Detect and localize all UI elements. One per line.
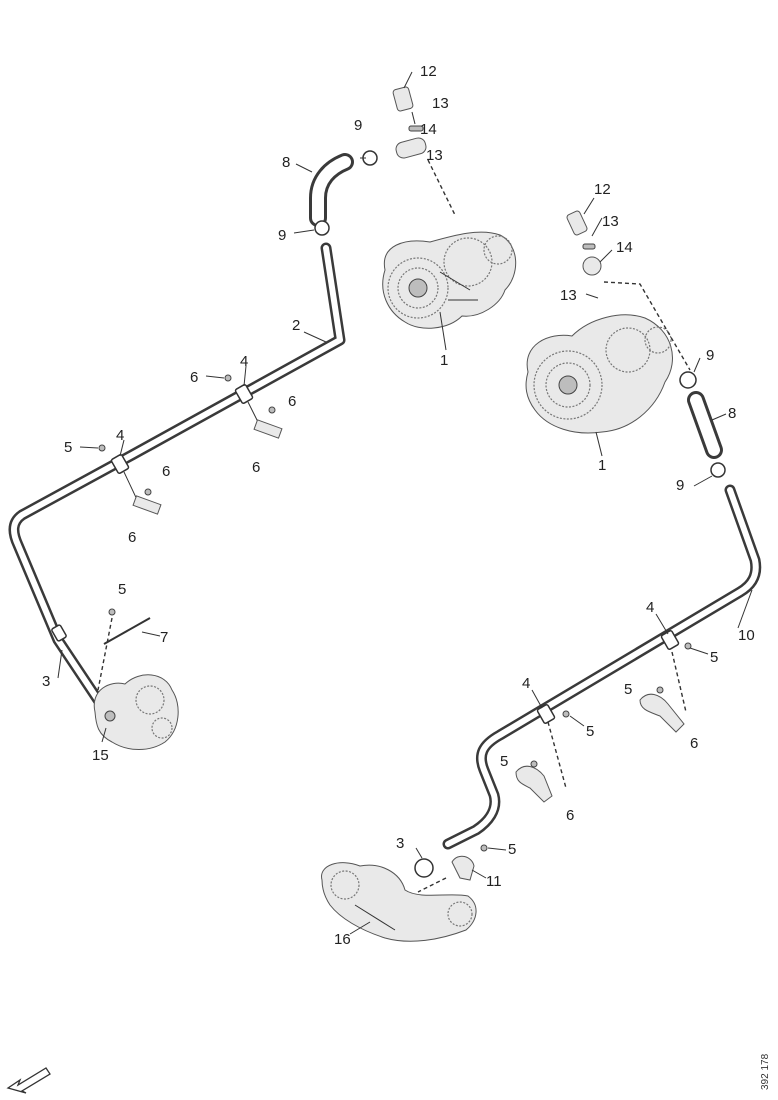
bolt-lower-right	[562, 710, 570, 718]
callout-12-right: 12	[594, 181, 611, 198]
callout-14-right: 14	[616, 239, 633, 256]
callout-3-right: 3	[396, 835, 404, 852]
hose-right	[687, 391, 723, 459]
component-16	[321, 862, 477, 942]
callout-5-right-d: 5	[500, 753, 508, 770]
callout-8-right: 8	[728, 405, 736, 422]
hose-left	[309, 153, 354, 227]
callout-4-left-upper: 4	[240, 353, 248, 370]
callout-11: 11	[486, 873, 502, 890]
hose-clamp-bottom-right	[414, 858, 434, 878]
callout-8-left: 8	[282, 154, 290, 171]
callout-5-left-lower: 5	[118, 581, 126, 598]
arrow-down-left-icon	[6, 1067, 51, 1094]
callout-5-right-c: 5	[586, 723, 594, 740]
outlet-fitting-right	[566, 210, 691, 371]
callout-5-right-b: 5	[624, 681, 632, 698]
bolt-bottom-right	[480, 844, 488, 852]
callout-13-right-upper: 13	[602, 213, 619, 230]
right-assembly: 12 13 14 13 9 8 1 9 4 10 5 5 6 4 5 5 6 3…	[321, 181, 762, 948]
callout-2: 2	[292, 317, 300, 334]
callout-7: 7	[160, 629, 168, 646]
callout-6-left-e: 6	[128, 529, 136, 546]
callout-5-left-upper: 5	[64, 439, 72, 456]
nut-lower-right	[530, 760, 538, 768]
callout-13-left-upper: 13	[432, 95, 449, 112]
support-bracket-11	[451, 855, 475, 881]
callout-9-right-lower: 9	[676, 477, 684, 494]
callout-4-left-lower: 4	[116, 427, 124, 444]
mounting-bracket-lower-right	[515, 765, 553, 803]
callout-13-right-lower: 13	[560, 287, 577, 304]
outlet-fitting-left	[392, 86, 456, 216]
pipe-left	[8, 242, 346, 706]
document-id: 392 178	[760, 1053, 771, 1090]
callout-6-right-a: 6	[690, 735, 698, 752]
callout-15: 15	[92, 747, 109, 764]
callout-6-left-a: 6	[190, 369, 198, 386]
mounting-bracket-lower-left	[132, 495, 162, 515]
bolt-bottom-left	[108, 608, 116, 616]
callout-16: 16	[334, 931, 351, 948]
callout-14-left: 14	[420, 121, 437, 138]
bolt-upper-right	[684, 642, 692, 650]
callout-9-left-lower: 9	[278, 227, 286, 244]
pipe-clamp-bottom-left	[51, 624, 67, 642]
mounting-bracket-upper-right	[639, 693, 685, 733]
callout-10: 10	[738, 627, 755, 644]
pipe-clamp-upper-right	[660, 630, 680, 650]
callout-5-right-a: 5	[710, 649, 718, 666]
nut-upper-right	[656, 686, 664, 694]
callout-12-left: 12	[420, 63, 437, 80]
turbo-unit-right	[525, 314, 673, 434]
left-assembly: 12 13 14 13 9 8 9 1 2 6 4 6 6 5 4 6 6 5 …	[8, 63, 517, 764]
callout-6-left-b: 6	[288, 393, 296, 410]
pipe-clamp-upper-left	[234, 384, 254, 404]
component-15	[93, 674, 179, 750]
callout-4-right-lower: 4	[522, 675, 530, 692]
callout-9-right-upper: 9	[706, 347, 714, 364]
hose-clamp-lower-right	[710, 462, 726, 478]
callout-3-left: 3	[42, 673, 50, 690]
hose-clamp-upper-right	[679, 371, 697, 389]
callout-1-right: 1	[598, 457, 606, 474]
callout-6-left-d: 6	[162, 463, 170, 480]
bolt-lower-left	[98, 444, 106, 452]
hose-clamp-lower-left	[314, 220, 330, 236]
callout-4-right-upper: 4	[646, 599, 654, 616]
pipe-right	[442, 484, 762, 850]
callout-13-left-lower: 13	[426, 147, 443, 164]
callout-5-right-e: 5	[508, 841, 516, 858]
mounting-bracket-upper-left	[253, 419, 283, 439]
bolt-upper-left	[224, 374, 232, 382]
turbo-unit-left	[382, 231, 517, 329]
callout-6-right-b: 6	[566, 807, 574, 824]
callout-6-left-c: 6	[252, 459, 260, 476]
nut-lower-left	[144, 488, 152, 496]
nut-upper-left	[268, 406, 276, 414]
callout-1-left: 1	[440, 352, 448, 369]
callout-9-left-upper: 9	[354, 117, 362, 134]
pipe-clamp-lower-left	[110, 454, 130, 474]
